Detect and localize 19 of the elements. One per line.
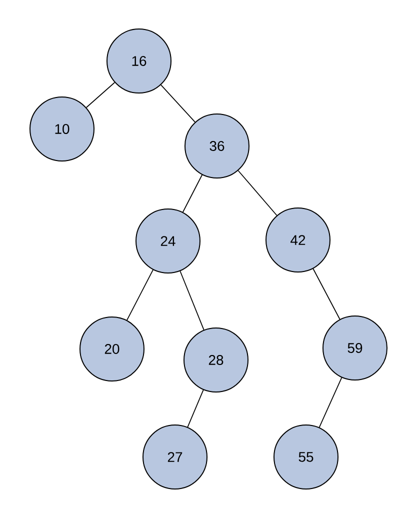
- edge-line: [182, 174, 203, 213]
- edge-line: [318, 377, 342, 428]
- edge-line: [86, 82, 116, 108]
- edge-line: [160, 84, 196, 122]
- tree-node: 55: [274, 424, 338, 490]
- tree-node: 42: [266, 208, 330, 272]
- edge-line: [238, 170, 278, 216]
- tree-node: 16: [106, 28, 172, 94]
- edge-line: [126, 269, 154, 321]
- tree-node: 10: [30, 96, 94, 162]
- tree-node: 24: [136, 208, 200, 274]
- tree-node: 27: [142, 424, 208, 490]
- edge-line: [180, 270, 204, 330]
- edge-line: [312, 268, 340, 320]
- tree-node: 20: [80, 316, 144, 382]
- edge-line: [187, 389, 204, 428]
- tree-node: 36: [184, 114, 250, 178]
- tree-node: 28: [184, 328, 248, 392]
- tree-node: 59: [322, 316, 388, 380]
